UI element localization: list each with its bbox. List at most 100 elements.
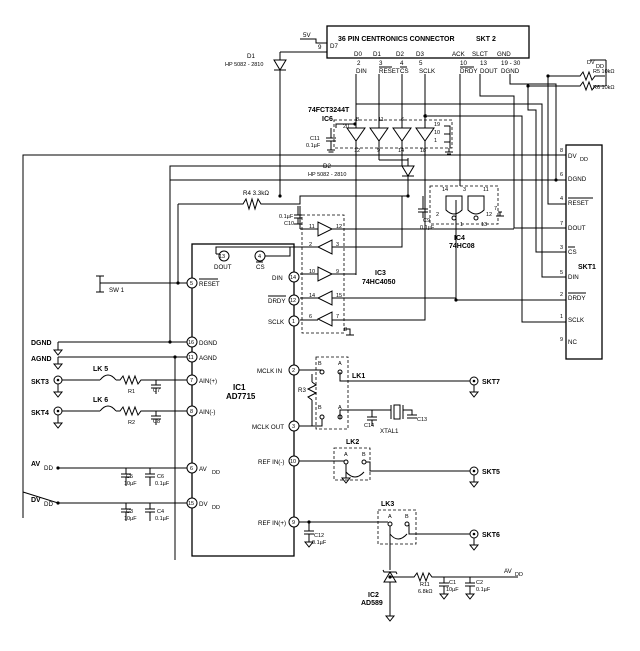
ic6-buffer: 74FCT3244T IC6 20 8 11 6 4 12 9 14 18 19… xyxy=(306,74,453,275)
ic1-top-pins: 13 DOUT 4 CS xyxy=(214,247,291,271)
pin-label-d2: D2 xyxy=(396,51,404,58)
ic4-pin-13: 13 xyxy=(481,222,487,228)
ic3-pin-15: 15 xyxy=(336,293,342,299)
avdd-sub: DD xyxy=(44,465,53,472)
label-reset: RESET xyxy=(199,281,220,288)
c6-label: C6 xyxy=(157,474,164,480)
ic2-part: AD589 xyxy=(361,600,383,607)
dvdd-sub: DD xyxy=(44,501,53,508)
c1-label: C1 xyxy=(449,580,456,586)
skt1-pin-1: 1 xyxy=(560,314,563,320)
ic4-pin-3: 3 xyxy=(463,187,466,193)
c4-label: C4 xyxy=(157,509,164,515)
r5-dv: DV xyxy=(587,60,595,66)
ic3-pin-12: 12 xyxy=(336,224,342,230)
ic6-pin-10: 10 xyxy=(434,130,440,136)
pin-5: 5 xyxy=(190,281,193,287)
sw1-label: SW 1 xyxy=(109,287,125,294)
ic3-buffer: 11 12 2 3 10 9 14 15 6 7 8 IC3 74HC4050 … xyxy=(215,158,514,336)
skt1-dvdd: DV xyxy=(568,153,577,160)
c13-label: C13 xyxy=(417,417,427,423)
ic4-pin-12: 12 xyxy=(486,212,492,218)
ic4-part: 74HC08 xyxy=(449,243,475,250)
skt1-pin-2: 2 xyxy=(560,292,563,298)
d1-part: HP 5082 - 2810 xyxy=(225,62,263,68)
pin-num-9: 9 xyxy=(318,44,322,51)
c7-label: C7 xyxy=(153,388,160,394)
pin-label-gnd: GND xyxy=(497,51,511,58)
ic1-adc: IC1 AD7715 xyxy=(191,243,295,557)
pin-label-ack: ACK xyxy=(452,51,466,58)
label-sclk: SCLK xyxy=(268,319,285,326)
ic3-pin-3: 3 xyxy=(336,242,339,248)
skt1-nc: NC xyxy=(568,339,577,346)
pin-12: 12 xyxy=(290,298,296,304)
lk6-label: LK 6 xyxy=(93,397,108,404)
analog-inputs: SKT3 LK 5 R1 C7 SKT4 LK 6 R2 C8 xyxy=(31,366,187,429)
supply-5v: 5V xyxy=(303,32,311,39)
r2-label: R2 xyxy=(128,420,135,426)
lk1-b: B xyxy=(318,361,322,367)
lk2-b: B xyxy=(362,452,366,458)
ic3-ref: IC3 xyxy=(375,270,386,277)
c2-val: 0.1µF xyxy=(476,587,491,593)
label-mclk-out: MCLK OUT xyxy=(252,424,284,431)
d2-ref: D2 xyxy=(323,163,331,170)
skt1-reset: RESET xyxy=(568,200,589,207)
ic4-ref: IC4 xyxy=(454,235,465,242)
c5-val: 10µF xyxy=(124,481,137,487)
label-avdd: AV xyxy=(199,466,208,473)
label-dgnd: DGND xyxy=(199,340,218,347)
r1-label: R1 xyxy=(128,389,135,395)
label-dout: DOUT xyxy=(214,264,232,271)
label-din: DIN xyxy=(272,275,283,282)
skt1-cs: CS xyxy=(568,249,577,256)
r6-ref: R6 10kΩ xyxy=(593,85,615,91)
ic3-pin-10: 10 xyxy=(309,269,315,275)
skt1-pin-8: 8 xyxy=(560,148,563,154)
skt1-sclk: SCLK xyxy=(568,317,585,324)
lk3-a: A xyxy=(388,514,392,520)
pin-9: 9 xyxy=(292,520,295,526)
ic6-pin-18: 18 xyxy=(420,148,426,154)
d2-part: HP 5082 - 2810 xyxy=(308,172,346,178)
label-refin-plus: REF IN(+) xyxy=(258,520,286,527)
ic6-pin-19: 19 xyxy=(434,122,440,128)
sig-drdy: DRDY xyxy=(460,68,478,75)
skt1-dvdd-sub: DD xyxy=(580,157,588,163)
skt4-label: SKT4 xyxy=(31,410,49,417)
label-mclk-in: MCLK IN xyxy=(257,368,282,375)
c9-ref: C9 xyxy=(423,218,430,224)
label-drdy: DRDY xyxy=(268,298,286,305)
avdd-label: AV xyxy=(31,461,41,468)
lk1-b2: B xyxy=(318,405,322,411)
pin-1: 1 xyxy=(292,319,295,325)
pin-num-5: 5 xyxy=(419,60,423,67)
pin-6: 6 xyxy=(190,466,193,472)
label-ain-minus: AIN(-) xyxy=(199,409,216,416)
ic6-pin-11: 11 xyxy=(378,117,384,123)
r4-ref: R4 3.3kΩ xyxy=(243,190,269,197)
c10-ref: C10 xyxy=(284,221,294,227)
c4-val: 0.1µF xyxy=(155,516,170,522)
r5-ref: R5 10kΩ xyxy=(593,69,615,75)
ic6-pin-12: 12 xyxy=(354,148,360,154)
ground-misc xyxy=(445,148,453,155)
c3-val: 10µF xyxy=(124,516,137,522)
ic3-pin-14: 14 xyxy=(309,293,315,299)
pin-3: 3 xyxy=(292,424,295,430)
r11-label: R11 xyxy=(420,582,430,588)
skt1-pin-3: 3 xyxy=(560,245,563,251)
ic4-pin-14: 14 xyxy=(442,187,448,193)
ref-minus-section: LK2 A B SKT5 xyxy=(299,439,500,488)
ic6-pin-1: 1 xyxy=(434,138,437,144)
pin-num-3: 3 xyxy=(379,60,383,67)
ic3-pin-7: 7 xyxy=(336,314,339,320)
label-dvdd: DV xyxy=(199,501,208,508)
connector-title: 36 PIN CENTRONICS CONNECTOR xyxy=(338,36,455,43)
c8-label: C8 xyxy=(153,419,160,425)
skt1-pin-7: 7 xyxy=(560,221,563,227)
c12-label: C12 xyxy=(314,533,324,539)
c10-val: 0.1µF xyxy=(279,214,294,220)
